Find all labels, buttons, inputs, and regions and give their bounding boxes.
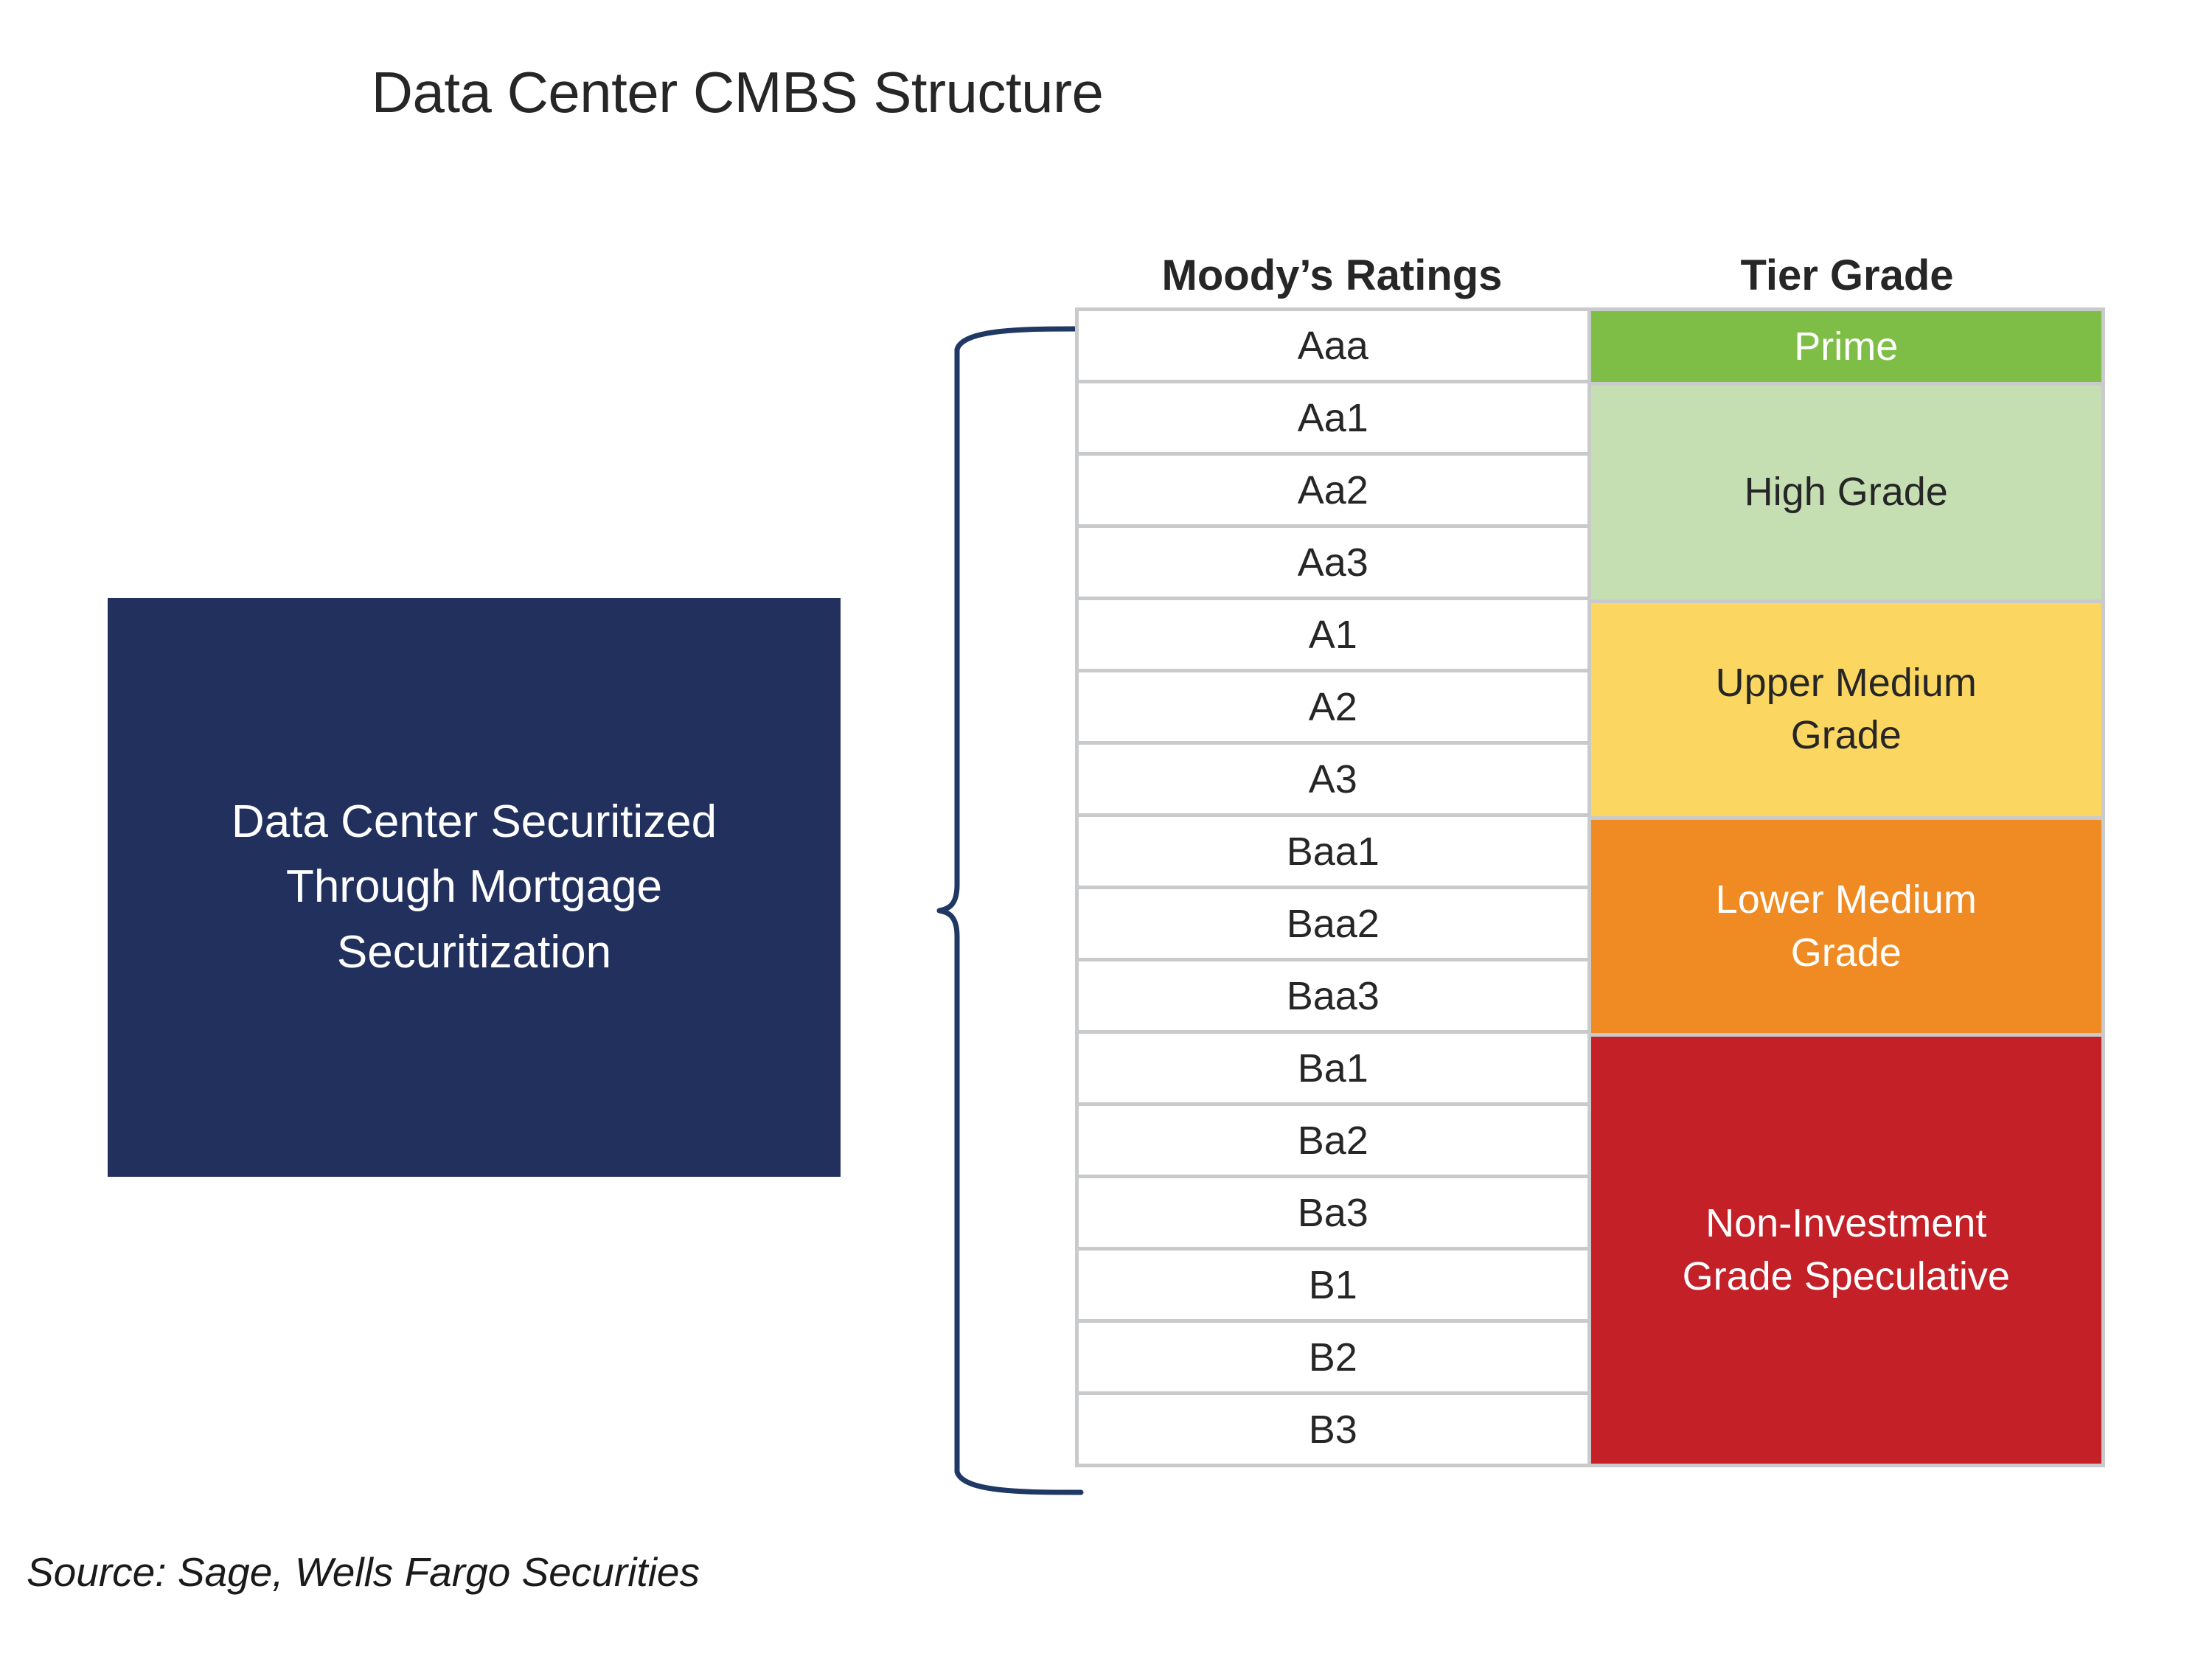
source-entity-label: Data Center Securitized Through Mortgage… [231,796,717,978]
tier-grade-cell: High Grade [1590,386,2101,599]
rating-cell: Aa2 [1079,456,1587,524]
rating-cell: B2 [1079,1323,1587,1391]
column-header-tier-grade: Tier Grade [1740,251,1954,299]
rating-cell: A2 [1079,672,1587,741]
rating-cell: A3 [1079,745,1587,813]
rating-cell: Ba1 [1079,1034,1587,1102]
rating-cell: Baa2 [1079,889,1587,958]
rating-cell: Ba2 [1079,1106,1587,1175]
curly-brace-icon [936,324,1084,1497]
rating-cell: Baa3 [1079,961,1587,1030]
source-entity-box: Data Center Securitized Through Mortgage… [108,598,841,1177]
rating-cell: Aaa [1079,311,1587,380]
tier-grade-cell: Upper Medium Grade [1590,602,2101,817]
rating-cell: Aa1 [1079,383,1587,452]
rating-cell: Aa3 [1079,528,1587,597]
rating-cell: B1 [1079,1251,1587,1319]
rating-cell: Ba3 [1079,1178,1587,1247]
tier-grade-cell: Non-Investment Grade Speculative [1590,1037,2101,1464]
rating-cell: Baa1 [1079,817,1587,886]
tier-grade-cell: Lower Medium Grade [1590,820,2101,1034]
column-header-moodys-ratings: Moody’s Ratings [1161,251,1503,299]
source-footnote: Source: Sage, Wells Fargo Securities [27,1549,700,1595]
page-title: Data Center CMBS Structure [371,60,1104,125]
rating-cell: A1 [1079,600,1587,669]
tier-grade-cell: Prime [1590,311,2101,383]
rating-cell: B3 [1079,1395,1587,1464]
